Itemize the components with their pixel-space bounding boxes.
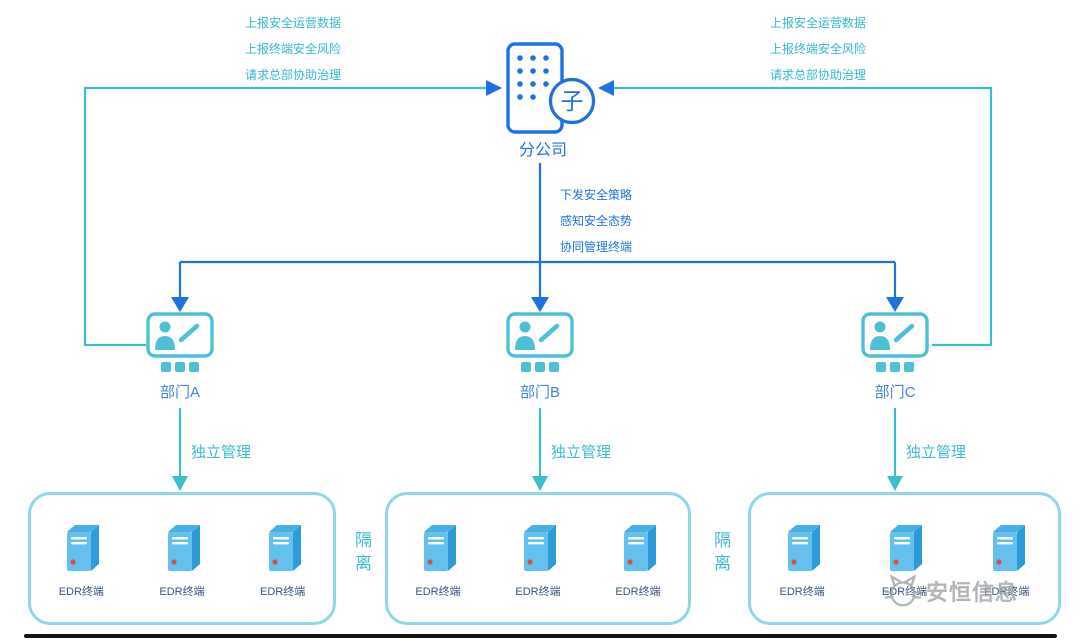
edr-group-a: EDR终端 EDR终端 EDR终端: [28, 492, 336, 625]
feedback-text-left: 上报安全运营数据 上报终端安全风险 请求总部协助治理: [245, 10, 341, 88]
presentation-icon: [861, 312, 929, 372]
presentation-icon: [506, 312, 574, 372]
feedback-line: 上报安全运营数据: [770, 16, 867, 30]
feedback-line: 上报终端安全风险: [770, 42, 867, 56]
endpoint: EDR终端: [492, 522, 584, 599]
endpoint-label: EDR终端: [415, 586, 461, 598]
server-icon: [268, 525, 301, 571]
server-icon: [788, 525, 821, 571]
directive-line: 下发安全策略: [560, 188, 633, 202]
feedback-arrowheads: [486, 80, 614, 96]
endpoint-label: EDR终端: [515, 586, 561, 598]
arrowhead-down-dept-b: [531, 297, 549, 312]
manage-label-c: 独立管理: [906, 444, 967, 461]
server-icon: [890, 525, 923, 571]
server-icon: [424, 525, 456, 571]
department-label-b: 部门B: [519, 384, 560, 401]
department-node-b: [506, 312, 574, 374]
building-icon: 子: [506, 42, 596, 134]
endpoint-label: EDR终端: [58, 586, 104, 598]
manage-label-a: 独立管理: [191, 444, 252, 461]
arrowhead-manage-b: [532, 476, 548, 491]
arrowhead-manage-c: [887, 476, 903, 491]
feedback-connector-group: [83, 86, 993, 347]
arrowhead-into-hq-left: [486, 80, 502, 96]
presentation-icon: [146, 312, 214, 372]
feedback-line: 请求总部协助治理: [245, 68, 342, 82]
endpoint: EDR终端: [756, 522, 848, 599]
cat-logo-icon: [884, 574, 922, 607]
server-icon: [167, 525, 200, 571]
server-icon: [67, 525, 100, 571]
server-icon: [992, 525, 1025, 571]
endpoint: EDR终端: [392, 522, 484, 599]
edr-group-c: EDR终端 EDR终端 EDR终端: [748, 492, 1061, 625]
directive-arrowheads: [171, 297, 904, 312]
endpoint: EDR终端: [592, 522, 684, 599]
isolation-label-1: 隔离: [352, 531, 371, 577]
hq-badge: 子: [561, 88, 584, 114]
manage-label-b: 独立管理: [551, 444, 612, 461]
feedback-text-right: 上报安全运营数据 上报终端安全风险 请求总部协助治理: [770, 10, 866, 88]
endpoint-label: EDR终端: [260, 586, 306, 598]
hq-label: 分公司: [518, 142, 567, 159]
isolation-label-2: 隔离: [711, 531, 730, 577]
endpoint: EDR终端: [237, 522, 329, 599]
edr-group-b: EDR终端 EDR终端 EDR终端: [385, 492, 691, 625]
feedback-line-left: [83, 86, 486, 347]
endpoint-label: EDR终端: [159, 586, 205, 598]
watermark-text: 安恒信息: [926, 580, 1019, 605]
endpoint-label: EDR终端: [779, 586, 825, 598]
feedback-line: 上报终端安全风险: [245, 42, 342, 56]
feedback-line: 请求总部协助治理: [770, 68, 867, 82]
directive-connector-group: [178, 163, 897, 298]
endpoint: EDR终端: [136, 522, 228, 599]
department-label-a: 部门A: [159, 384, 200, 401]
endpoint-label: EDR终端: [984, 586, 1030, 598]
endpoint: EDR终端: [961, 522, 1053, 599]
hq-node: 子: [505, 42, 600, 137]
endpoint: EDR终端: [35, 522, 127, 599]
arrowhead-down-dept-c: [886, 297, 904, 312]
department-label-c: 部门C: [874, 384, 916, 401]
server-icon: [524, 525, 556, 571]
arrowhead-into-hq-right: [598, 80, 614, 96]
server-icon: [624, 525, 656, 571]
arrowhead-manage-a: [172, 476, 188, 491]
bottom-divider: [24, 634, 1057, 638]
feedback-line-right: [614, 86, 993, 347]
feedback-line: 上报安全运营数据: [245, 16, 342, 30]
directive-line: 感知安全态势: [560, 214, 633, 228]
manage-connector-group: [178, 408, 897, 477]
badge-circle: [548, 77, 596, 125]
arrowhead-down-dept-a: [171, 297, 189, 312]
building-windows: [517, 55, 549, 100]
directive-text: 下发安全策略 感知安全态势 协同管理终端: [560, 182, 632, 260]
department-node-c: [861, 312, 929, 374]
endpoint-label: EDR终端: [615, 586, 661, 598]
department-node-a: [146, 312, 214, 374]
manage-arrowheads: [172, 476, 903, 491]
directive-line: 协同管理终端: [560, 240, 633, 254]
vendor-watermark: 安恒信息: [884, 572, 1018, 610]
